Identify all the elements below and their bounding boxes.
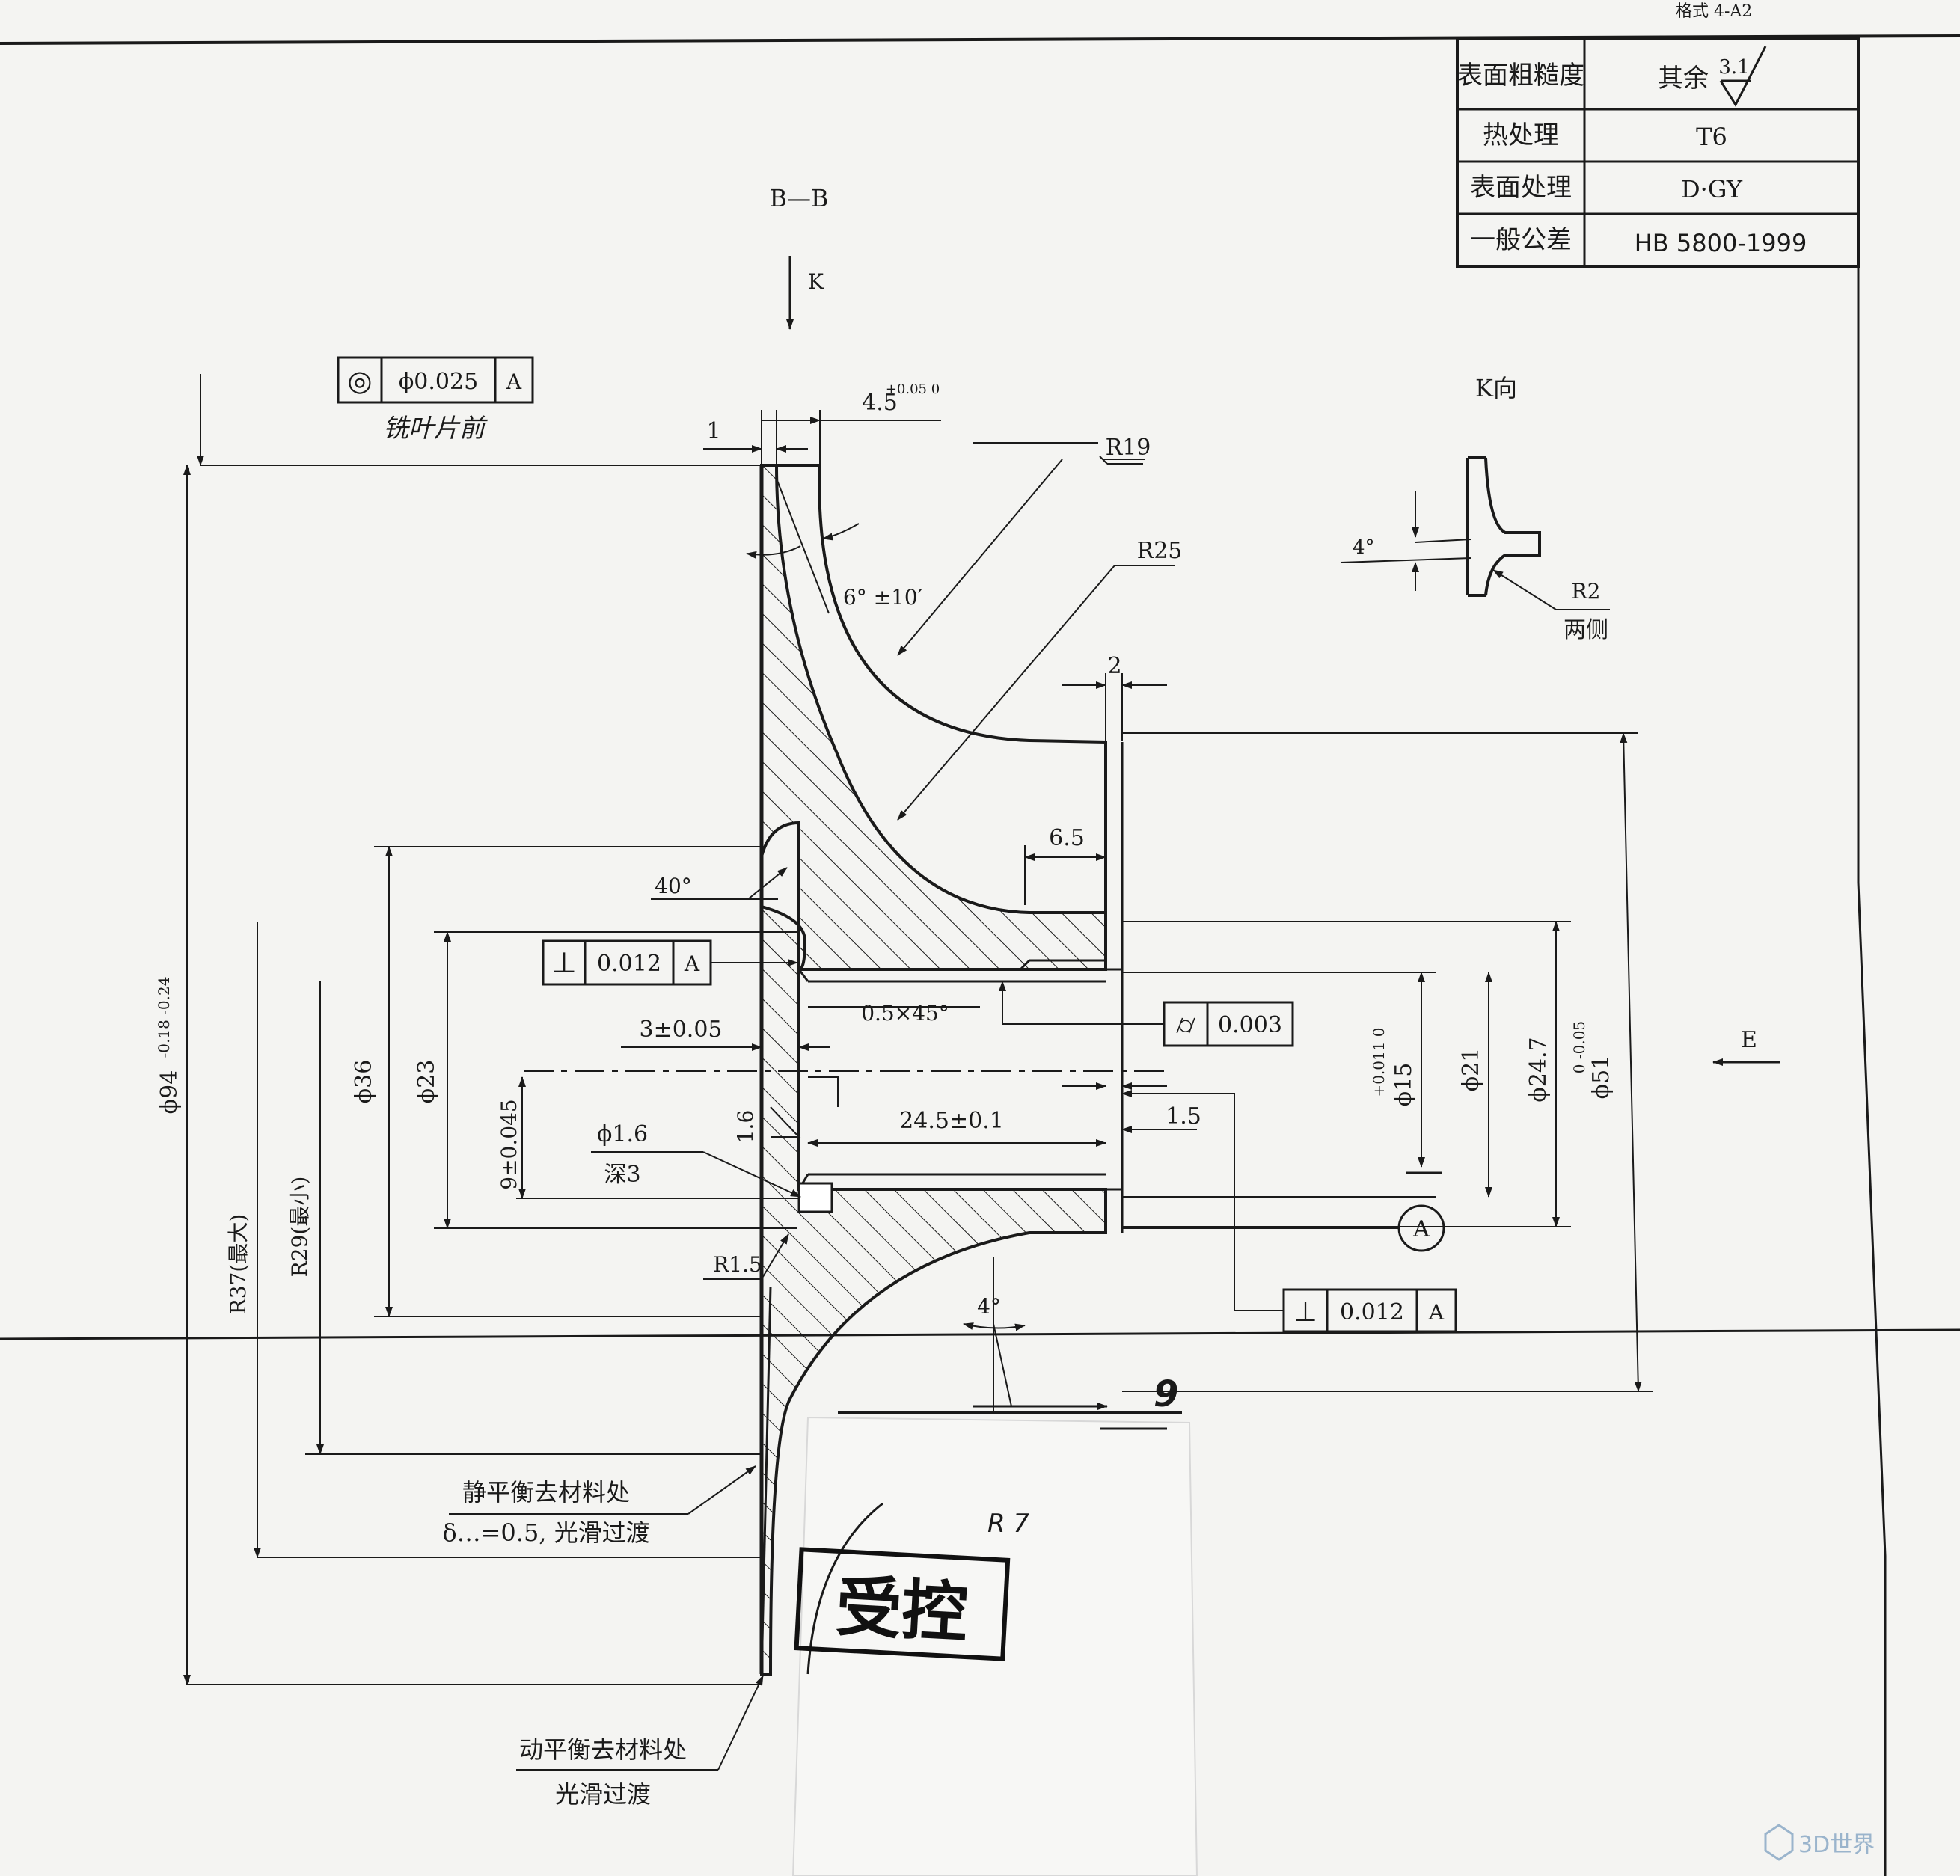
view-arrow-k: K [786,256,824,330]
tolerance-frame-concentricity: ◎ ϕ0.025 A 铣叶片前 [337,356,534,444]
handwritten-9: 9 [1154,1373,1178,1415]
k-view-label: K向 [1475,374,1517,402]
title-block: 表面粗糙度 其余 3.1 热处理 T6 表面处理 D·GY 一般公差 HB 58… [1456,37,1860,268]
dim-phi51: ϕ51 [1588,1055,1614,1100]
cylindricity-value: 0.003 [1218,1012,1282,1038]
dim-phi94-tol: -0.18 -0.24 [155,977,173,1058]
title-label-heat: 热处理 [1483,120,1559,150]
dim-phi23: ϕ23 [414,1060,440,1104]
tolerance-frame-cylindricity: ⌭ 0.003 [999,981,1294,1047]
dim-phi15-tol: +0.011 0 [1370,1027,1388,1097]
dim-phi247: ϕ24.7 [1525,1037,1552,1102]
perpendicularity-1-datum: A [684,951,700,976]
horizontal-dimensions: 1 4.5 +0.05 0 6° ±10′ 2 6.5 24.5±0.1 1.5… [591,381,1201,1414]
perpendicularity-1-value: 0.012 [597,951,661,977]
dim-tip-width: 1 [706,418,720,444]
static-balance-text-2: δ…=0.5, 光滑过渡 [442,1518,649,1547]
dim-hole-depth: 深3 [604,1162,640,1188]
watermark-icon [1764,1824,1794,1861]
view-arrow-k-label: K [808,269,824,294]
k-view-angle: 4° [1353,536,1375,559]
dynamic-balance-text-2: 光滑过渡 [555,1780,651,1809]
dim-phi21: ϕ21 [1458,1048,1484,1092]
handwritten-9-mark: 9 [838,1373,1182,1430]
view-arrow-e: E [1712,1027,1780,1066]
concentricity-datum: A [506,370,522,394]
dim-r15: R1.5 [713,1252,762,1277]
dim-hole: ϕ1.6 [597,1121,648,1147]
title-value-tolerance: HB 5800-1999 [1635,229,1807,257]
dim-2: 2 [1107,653,1121,679]
corner-format-text: 格式 4-A2 [1676,2,1752,21]
dim-9: 9±0.045 [497,1099,521,1189]
perpendicularity-2-datum: A [1428,1300,1445,1325]
k-view-radius-note: 两侧 [1564,617,1608,643]
title-value-roughness: 其余 [1658,64,1709,94]
impeller-section [759,464,1124,1676]
cylindricity-icon: ⌭ [1176,1010,1195,1040]
dim-phi51-tol: 0 -0.05 [1570,1021,1588,1073]
concentricity-icon: ◎ [347,364,372,397]
dim-r19: R19 [1106,435,1151,461]
paper-patch [791,1416,1198,1876]
title-label-tolerance: 一般公差 [1470,225,1572,255]
perpendicularity-icon: ⊥ [551,946,576,979]
static-balance-text-1: 静平衡去材料处 [462,1478,630,1506]
tolerance-frame-perpendicularity-2: ⊥ 0.012 A [1121,1090,1457,1333]
static-balance-note: 静平衡去材料处 δ…=0.5, 光滑过渡 [442,1465,756,1547]
dim-r25: R25 [1137,538,1183,564]
section-label: B—B [769,184,828,212]
dim-phi36: ϕ36 [351,1060,377,1104]
dim-r29: R29(最小) [287,1177,312,1278]
dim-blade-angle: 6° ±10′ [843,585,922,610]
dim-16: 1.6 [733,1110,758,1144]
roughness-value: 3.1 [1718,56,1749,79]
concentricity-value: ϕ0.025 [399,369,478,395]
dynamic-balance-text-1: 动平衡去材料处 [519,1735,687,1764]
title-value-heat: T6 [1696,123,1727,151]
patch-curve [806,1502,883,1675]
dim-15: 1.5 [1166,1103,1201,1129]
controlled-stamp: 受控 [794,1547,1011,1661]
datum-a-label: A [1412,1216,1430,1242]
watermark-text: 3D世界 [1798,1832,1875,1858]
dim-40deg: 40° [655,874,692,898]
tolerance-frame-perpendicularity-1: ⊥ 0.012 A [542,939,798,986]
dim-blade-thickness-tol: +0.05 0 [886,381,940,397]
view-arrow-e-label: E [1741,1027,1757,1053]
datum-a: A [1122,1204,1445,1252]
dim-blade-thickness: 4.5 [862,390,898,416]
perpendicularity-2-value: 0.012 [1340,1299,1404,1325]
title-label-surface: 表面处理 [1470,173,1572,203]
stamp-text: 受控 [834,1568,970,1652]
roughness-symbol: 3.1 [1718,46,1767,108]
concentricity-note: 铣叶片前 [383,414,488,444]
k-view-radius: R2 [1572,579,1601,604]
dim-phi15: ϕ15 [1391,1063,1417,1107]
handwritten-r7-mark: R 7 [987,1509,1029,1539]
dim-3: 3±0.05 [639,1017,722,1043]
title-label-roughness: 表面粗糙度 [1457,61,1584,91]
vertical-dimensions: ϕ94 -0.18 -0.24 R37(最大) R29(最小) ϕ36 ϕ23 … [155,374,1653,1685]
dim-4deg: 4° [977,1294,1001,1319]
dim-chamfer: 0.5×45° [861,1001,949,1026]
dim-r37: R37(最大) [226,1214,251,1315]
dim-phi94: ϕ94 [156,1070,183,1115]
handwritten-r7: R 7 [987,1509,1029,1539]
watermark: 3D世界 [1764,1824,1875,1861]
dynamic-balance-note: 动平衡去材料处 光滑过渡 [516,1675,764,1809]
dim-65: 6.5 [1049,825,1085,851]
dim-245: 24.5±0.1 [899,1108,1004,1134]
perpendicularity-2-icon: ⊥ [1293,1297,1317,1328]
title-value-surface: D·GY [1681,175,1743,203]
k-view-detail: 4° R2 两侧 [1340,456,1610,643]
